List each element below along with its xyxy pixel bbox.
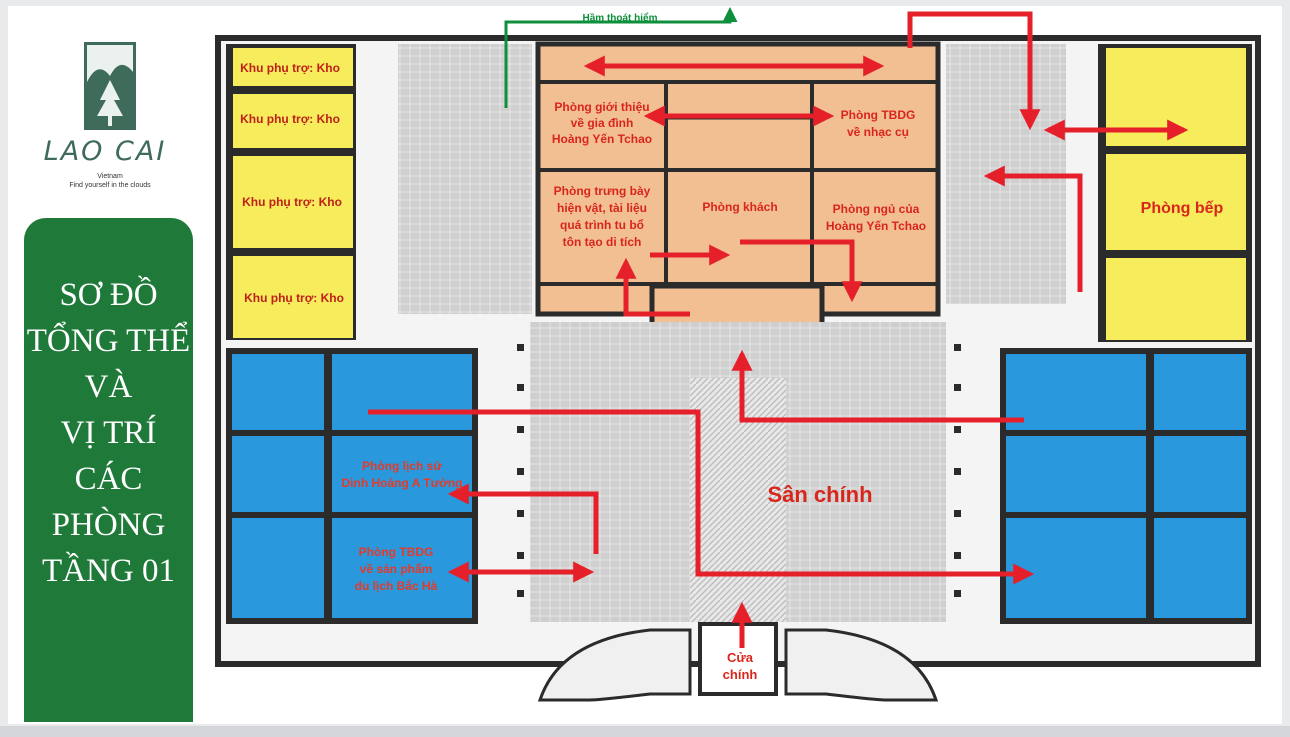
label-line: Phòng TBDG	[359, 545, 434, 559]
instrument-room-label: Phòng TBDG về nhạc cụ	[841, 108, 916, 139]
label-line: Hoàng Yến Tchao	[552, 132, 652, 146]
label-line: du lịch Bắc Hà	[355, 578, 438, 593]
storage-label: Khu phụ trợ: Kho	[244, 291, 344, 305]
main-entrance	[537, 622, 939, 702]
label-line: Cửa	[727, 650, 754, 665]
escape-tunnel-route	[504, 7, 738, 108]
central-block	[535, 41, 941, 359]
title-line: VÀ	[84, 369, 133, 405]
left-storage-rooms	[226, 44, 356, 340]
bottom-strip	[0, 726, 1290, 737]
right-blue-rooms	[1000, 348, 1252, 624]
label-line: tôn tạo di tích	[563, 235, 642, 249]
products-room-label: Phòng TBDG về sản phẩm du lịch Bắc Hà	[355, 545, 438, 593]
brand-country: Vietnam	[97, 173, 123, 180]
escape-tunnel-label: Hầm thoát hiểm	[582, 12, 657, 24]
title-line: VỊ TRÍ	[60, 415, 157, 451]
label-line: Phòng TBDG	[841, 108, 916, 122]
title-line: TẦNG 01	[42, 553, 175, 589]
label-line: Phòng lịch sử	[362, 459, 442, 473]
title-line: SƠ ĐỒ	[59, 277, 158, 313]
label-line: hiện vật, tài liệu	[557, 201, 647, 215]
label-line: về gia đình	[571, 116, 634, 130]
label-line: Phòng trưng bày	[554, 184, 651, 198]
history-room-label: Phòng lịch sử Dinh Hoàng A Tưởng	[342, 459, 463, 490]
lao-cai-logo: LAO CAI Vietnam Find yourself in the clo…	[30, 36, 170, 196]
right-kitchen-rooms	[1098, 44, 1252, 342]
visitor-route-arrows	[368, 11, 1189, 648]
storage-label: Khu phụ trợ: Kho	[242, 195, 342, 209]
label-line: về nhạc cụ	[847, 125, 909, 139]
brand-slogan: Find yourself in the clouds	[69, 182, 151, 189]
label-line: về sản phẩm	[360, 562, 433, 576]
main-gate-label: Cửa chính	[723, 650, 758, 682]
storage-label: Khu phụ trợ: Kho	[240, 61, 340, 75]
label-line: Phòng ngủ của	[833, 202, 920, 216]
bedroom-label: Phòng ngủ của Hoàng Yến Tchao	[826, 202, 926, 233]
label-line: chính	[723, 667, 758, 682]
intro-room-label: Phòng giới thiệu về gia đình Hoàng Yến T…	[552, 100, 652, 146]
storage-label: Khu phụ trợ: Kho	[240, 112, 340, 126]
panel-title: SƠ ĐỒ TỔNG THỂ VÀ VỊ TRÍ CÁC PHÒNG TẦNG …	[24, 272, 193, 594]
brand-name: LAO CAI	[43, 136, 167, 167]
mountain-pine-icon	[84, 42, 136, 130]
label-line: Dinh Hoàng A Tưởng	[342, 476, 463, 490]
brand-tagline: Vietnam Find yourself in the clouds	[30, 172, 190, 190]
kitchen-label: Phòng bếp	[1141, 200, 1224, 217]
label-line: Hoàng Yến Tchao	[826, 219, 926, 233]
main-courtyard-label: Sân chính	[767, 482, 872, 507]
label-line: quá trình tu bổ	[560, 218, 644, 232]
title-panel: SƠ ĐỒ TỔNG THỂ VÀ VỊ TRÍ CÁC PHÒNG TẦNG …	[24, 218, 193, 722]
living-room-label: Phòng khách	[702, 200, 777, 214]
exhibit-room-label: Phòng trưng bày hiện vật, tài liệu quá t…	[554, 184, 651, 249]
label-line: Phòng giới thiệu	[554, 100, 649, 114]
left-side-courtyard	[398, 44, 532, 314]
colonnade-columns	[517, 344, 961, 597]
title-line: TỔNG THỂ	[26, 323, 191, 359]
title-line: CÁC PHÒNG	[51, 461, 166, 543]
